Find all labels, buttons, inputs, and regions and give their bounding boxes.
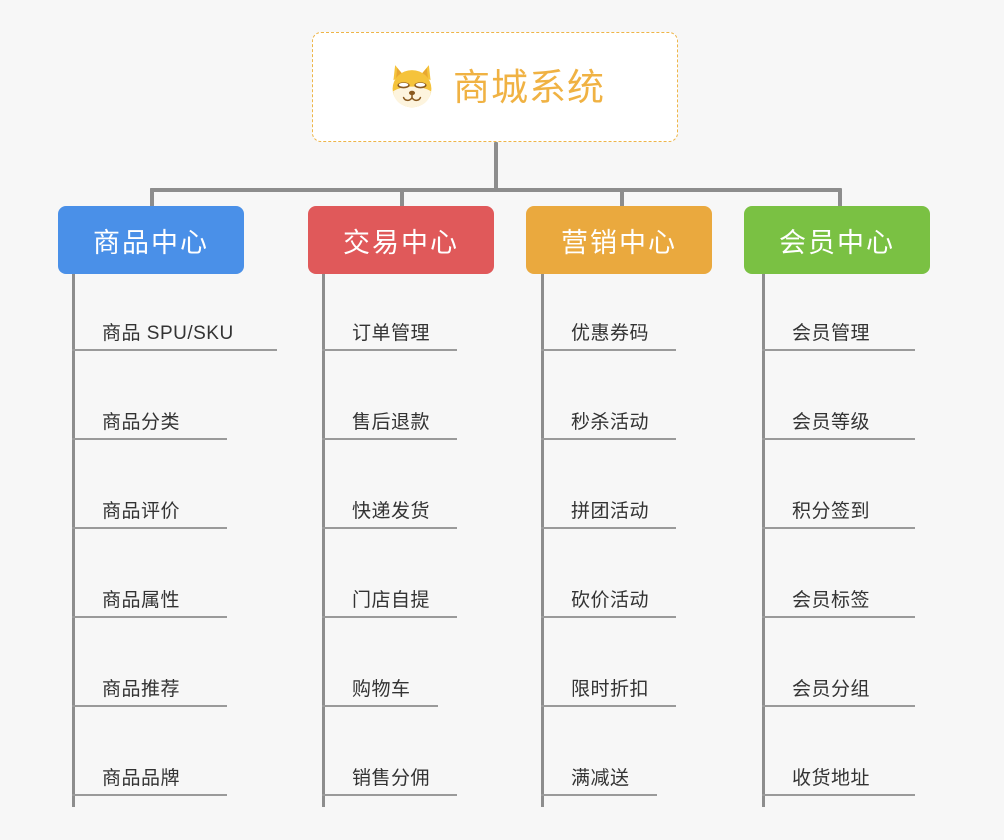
leaf-underline [541,349,676,351]
leaf-label: 购物车 [352,679,411,700]
leaf-underline [762,616,915,618]
leaf-underline [72,349,277,351]
leaf-label: 商品推荐 [102,679,181,700]
leaf-label: 商品 SPU/SKU [102,323,234,344]
category-header-交易中心[interactable]: 交易中心 [308,206,494,274]
leaf-label: 商品属性 [102,590,181,611]
leaf-underline [322,438,457,440]
leaf-label: 秒杀活动 [571,412,650,433]
root-title: 商城系统 [453,66,605,108]
leaf-underline [72,705,227,707]
leaf-underline [762,349,915,351]
category-label: 交易中心 [343,227,459,258]
leaf-label: 商品评价 [102,501,181,522]
drop-line-category-3 [620,188,624,208]
leaf-underline [762,794,915,796]
category-spine-3 [541,274,544,807]
leaf-label: 会员分组 [792,679,871,700]
drop-line-category-2 [400,188,404,208]
leaf-label: 会员管理 [792,323,871,344]
drop-line-category-1 [150,188,154,208]
leaf-underline [322,527,457,529]
leaf-label: 门店自提 [352,590,431,611]
category-label: 会员中心 [779,227,895,258]
leaf-label: 会员等级 [792,412,871,433]
shiba-dog-face-icon [392,65,432,108]
category-spine-4 [762,274,765,807]
leaf-underline [541,794,657,796]
leaf-underline [322,349,457,351]
category-spine-1 [72,274,75,807]
leaf-label: 拼团活动 [571,501,650,522]
category-header-营销中心[interactable]: 营销中心 [526,206,712,274]
leaf-label: 快递发货 [352,501,431,522]
root-node-mall-system[interactable]: 商城系统 [312,32,678,142]
leaf-underline [762,527,915,529]
category-header-商品中心[interactable]: 商品中心 [58,206,244,274]
leaf-label: 砍价活动 [571,590,650,611]
leaf-label: 商品分类 [102,412,181,433]
leaf-label: 积分签到 [792,501,871,522]
leaf-underline [72,438,227,440]
leaf-label: 收货地址 [792,768,871,789]
leaf-underline [322,705,438,707]
leaf-label: 销售分佣 [352,768,431,789]
leaf-underline [762,438,915,440]
leaf-underline [72,616,227,618]
drop-line-category-4 [838,188,842,208]
leaf-label: 商品品牌 [102,768,181,789]
leaf-underline [541,527,676,529]
category-spine-2 [322,274,325,807]
leaf-underline [541,438,676,440]
leaf-underline [322,616,457,618]
leaf-underline [72,794,227,796]
leaf-label: 限时折扣 [571,679,650,700]
leaf-underline [322,794,457,796]
leaf-underline [762,705,915,707]
leaf-underline [72,527,227,529]
leaf-label: 会员标签 [792,590,871,611]
leaf-underline [541,616,676,618]
category-header-会员中心[interactable]: 会员中心 [744,206,930,274]
leaf-label: 订单管理 [352,323,431,344]
connector-bus-line [150,188,840,192]
leaf-label: 满减送 [571,768,630,789]
category-label: 营销中心 [561,227,677,258]
leaf-label: 优惠券码 [571,323,650,344]
leaf-underline [541,705,676,707]
category-label: 商品中心 [93,227,209,258]
leaf-label: 售后退款 [352,412,431,433]
root-stem-line [494,142,498,192]
